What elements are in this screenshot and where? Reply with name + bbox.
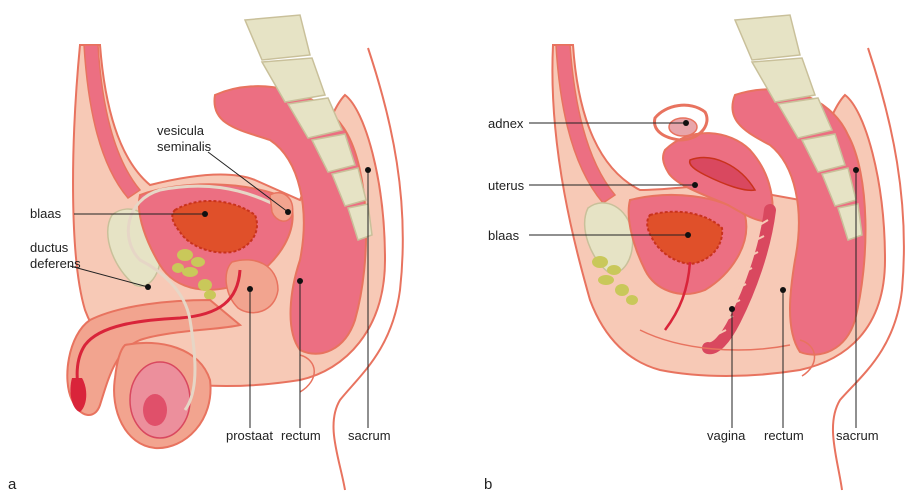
ovary-b	[669, 118, 697, 136]
panel-a-illustration	[67, 15, 403, 490]
panel-letter-b: b	[484, 476, 492, 493]
label-blaas-b: blaas	[488, 228, 520, 243]
label-adnex-b: adnex	[488, 116, 524, 131]
label-uterus-b: uterus	[488, 178, 525, 193]
label-prostaat-a: prostaat	[226, 428, 273, 443]
label-vesicula-line1-a: vesicula	[157, 123, 205, 138]
testis-core-a	[143, 394, 167, 426]
label-blaas-a: blaas	[30, 206, 62, 221]
label-rectum-a: rectum	[281, 428, 321, 443]
label-vagina-b: vagina	[707, 428, 746, 443]
label-ductus-line2-a: deferens	[30, 256, 81, 271]
label-ductus-line1-a: ductus	[30, 240, 69, 255]
label-sacrum-a: sacrum	[348, 428, 391, 443]
label-rectum-b: rectum	[764, 428, 804, 443]
label-sacrum-b: sacrum	[836, 428, 879, 443]
panel-b-illustration	[552, 15, 904, 490]
panel-letter-a: a	[8, 476, 17, 493]
label-vesicula-line2-a: seminalis	[157, 139, 212, 154]
